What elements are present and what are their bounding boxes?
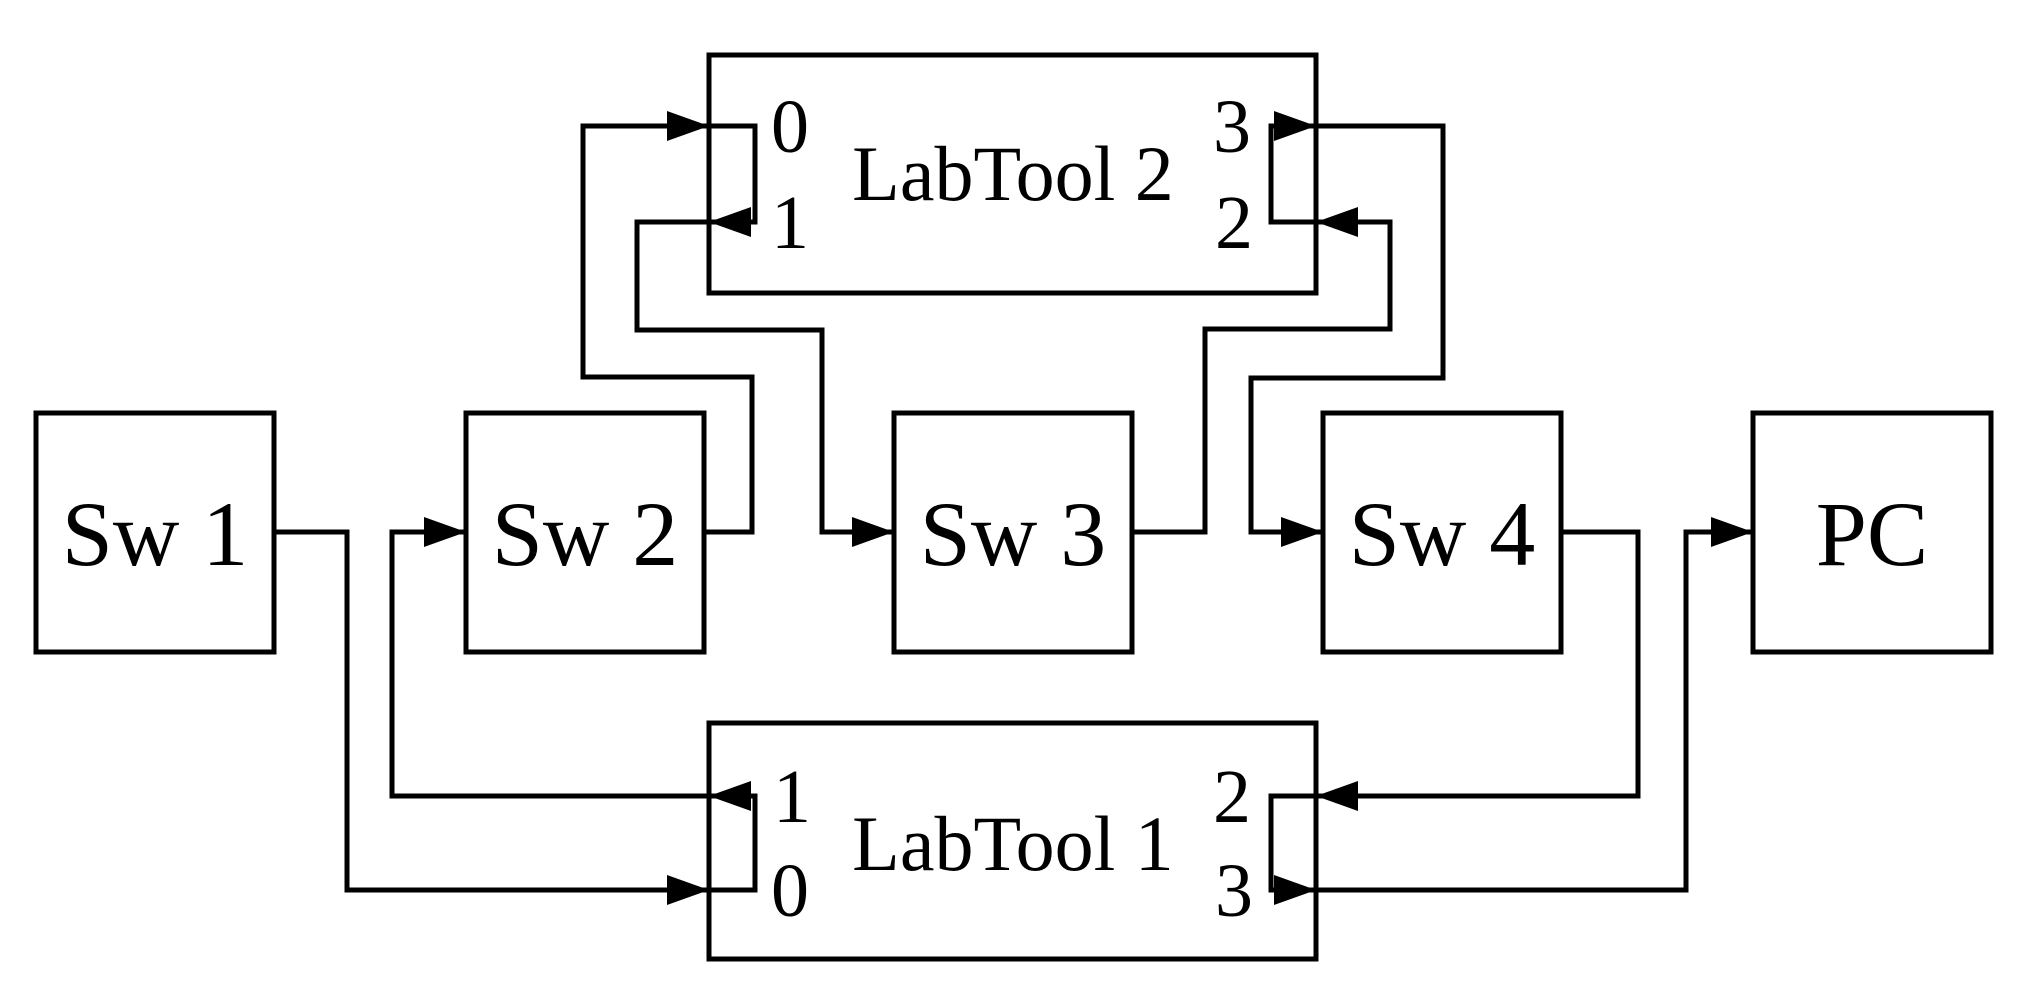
- node-sw3-box: [891, 410, 1135, 655]
- node-sw2-box: [463, 410, 707, 655]
- node-labtool1-label: LabTool 1: [852, 800, 1174, 887]
- node-pc-box: [1750, 410, 1994, 655]
- edge-labtool2-port1-to-sw3: [634, 219, 894, 547]
- edge-sw4-to-labtool1-port2: [1316, 529, 1641, 811]
- labtool1-port1-label: 1: [773, 755, 811, 839]
- node-labtool2-label: LabTool 2: [852, 130, 1174, 217]
- node-sw2-label: Sw 2: [492, 483, 679, 585]
- edge-sw3-to-labtool2-port2: [1132, 207, 1393, 535]
- edge-sw2-to-labtool2-port0: [580, 111, 755, 535]
- node-sw1-box: [33, 410, 277, 655]
- edge-labtool2-port3-to-sw4: [1248, 123, 1446, 547]
- labtool2-port2-label: 2: [1215, 181, 1253, 265]
- labtool2-port1-label: 1: [771, 181, 809, 265]
- edge-labtool1-internal-port0-to-port1: [709, 781, 758, 893]
- edge-labtool1-port3-to-pc: [1316, 517, 1753, 893]
- labtool1-port2-label: 2: [1213, 755, 1251, 839]
- edge-labtool1-internal-port2-to-port3: [1268, 793, 1316, 905]
- edge-labtool2-internal-port0-to-port1: [709, 123, 758, 237]
- edge-labtool2-internal-port2-to-port3: [1268, 111, 1316, 225]
- node-labtool2-box: [706, 52, 1319, 296]
- labtool1-port3-label: 3: [1215, 849, 1253, 933]
- node-sw1-label: Sw 1: [62, 483, 249, 585]
- labtool2-port0-label: 0: [771, 85, 809, 169]
- edge-sw1-to-labtool1-port0: [274, 529, 709, 905]
- node-sw3-label: Sw 3: [920, 483, 1107, 585]
- node-sw4-label: Sw 4: [1349, 483, 1536, 585]
- node-pc-label: PC: [1816, 483, 1929, 585]
- labtool2-port3-label: 3: [1213, 85, 1251, 169]
- node-labtool1-box: [706, 720, 1319, 962]
- labtool1-port0-label: 0: [771, 849, 809, 933]
- edge-labtool1-port1-to-sw2: [389, 517, 709, 799]
